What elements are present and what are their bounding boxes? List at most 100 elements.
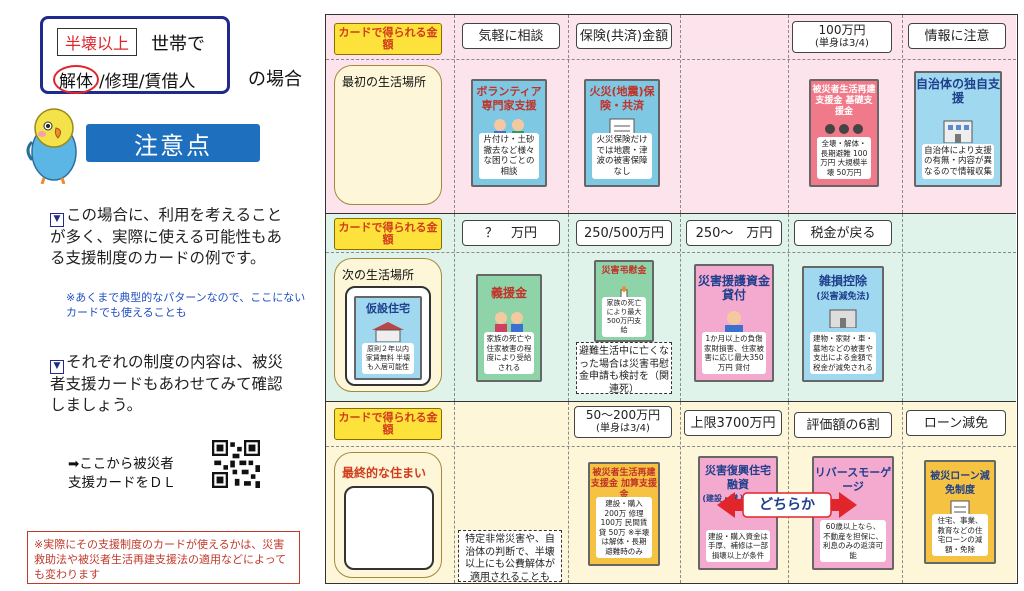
amount-basic-support-main: 100万円 — [818, 23, 866, 37]
card-desc: 火災保険だけでは地震・津波の被害保障なし — [592, 133, 652, 179]
title-baai: の場合 — [248, 69, 302, 90]
download-text: ➡ここから被災者 支援カードをＤＬ — [68, 455, 176, 493]
card-desc: 家族の死亡により最大500万円支給 — [602, 297, 646, 337]
row-divider — [326, 252, 1016, 253]
col-divider — [568, 402, 569, 583]
card-title: 災害弔慰金 — [601, 266, 647, 276]
card-title: 被災者生活再建支援金 加算支援金 — [590, 468, 658, 500]
col-divider — [680, 402, 681, 583]
card-desc: 1か月以上の負傷 家財損害、住家被害に応じ最大350万円 貸付 — [702, 332, 766, 374]
card-title: リバースモーゲージ — [814, 466, 892, 493]
amount-additional-support: 50～200万円 (単身は3/4) — [574, 406, 672, 438]
col-divider — [902, 402, 903, 583]
col-divider — [680, 214, 681, 401]
qr-code-icon[interactable] — [212, 440, 260, 488]
title-kaitai-line: 解体/修理/賃借人 — [53, 65, 195, 94]
city-hall-icon — [943, 120, 973, 143]
card-title: 自治体の独自支援 — [916, 77, 1001, 105]
col-divider — [902, 214, 903, 401]
card-desc: 建設・購入資金は手厚、補修は一部損壊以上が条件 — [706, 529, 770, 562]
card-desc: 建設・購入 200万 修理 100万 民間賃貸 50万 ※半壊は解体・長期避難時… — [596, 497, 652, 558]
amount-tax: 税金が戻る — [794, 220, 892, 246]
house-icon — [372, 322, 404, 342]
support-card-table: カードで得られる金額 気軽に相談 保険(共済)金額 100万円 (単身は3/4)… — [325, 14, 1018, 584]
amount-reverse-mortgage: 評価額の6割 — [794, 412, 892, 438]
card-temporary-housing[interactable]: 仮設住宅 原則２年以内 家賃無料 半壊も入居可能性 — [354, 296, 422, 380]
card-desc: 建物・家財・車・墓地などの被害や支出による金額で税金が減免される — [810, 332, 876, 374]
tax-office-icon — [829, 309, 857, 328]
title-kaitai: 解体 — [53, 65, 99, 94]
col-divider — [568, 15, 569, 213]
amount-relief-loan: 250～ 万円 — [686, 220, 782, 246]
card-desc: 家族の死亡や住家被害の程度により受給される — [484, 332, 534, 374]
final-residence-frame — [344, 486, 434, 570]
col-divider — [902, 15, 903, 213]
place-box-first — [334, 65, 442, 205]
card-relief-loan[interactable]: 災害援護資金貸付 1か月以上の負傷 家財損害、住家被害に応じ最大350万円 貸付 — [694, 264, 774, 382]
card-title: 雑損控除 — [818, 274, 867, 288]
card-subtitle: (建設・購入・補修) — [702, 494, 774, 503]
card-volunteer[interactable]: ボランティア専門家支援 片付け・土砂撤去など様々な困りごとの相談 — [471, 79, 547, 187]
col-divider — [680, 15, 681, 213]
title-rest: /修理/賃借人 — [99, 72, 196, 92]
row-next-living-place: カードで得られる金額 ？ 万円 250/500万円 250～ 万円 税金が戻る … — [326, 213, 1016, 401]
card-title: 被災ローン減免制度 — [930, 471, 990, 496]
note-check-cards-text: それぞれの制度の内容は、被災者支援カードもあわせてみて確認しましょう。 — [50, 353, 284, 414]
card-title: 被災者生活再建支援金 基礎支援金 — [812, 85, 876, 117]
card-desc: 住宅、事業、教育などの住宅ローンの減額・免除 — [932, 514, 988, 556]
either-or-arrow-icon — [717, 492, 857, 518]
card-insurance[interactable]: 火災(地震)保険・共済 火災保険だけでは地震・津波の被害保障なし — [584, 79, 660, 187]
card-title: 仮設住宅 — [366, 302, 410, 315]
note-public-demolition: 特定非常災害や、自治体の判断で、半壊以上にも公費解体が適用されることも — [458, 530, 562, 583]
note-related-death: 避難生活中に亡くなった場合は災害弔慰金申請も検討を（関連死） — [576, 342, 672, 395]
checkbox-icon: ▼ — [50, 360, 64, 374]
note-typical-cards: ▼この場合に、利用を考えることが多く、実際に使える可能性もある支援制度のカードの… — [50, 205, 290, 269]
col-divider — [568, 214, 569, 401]
amount-insurance: 保険(共済)金額 — [576, 23, 672, 49]
note-check-cards: ▼それぞれの制度の内容は、被災者支援カードもあわせてみて確認しましょう。 — [50, 352, 290, 416]
place-next: 次の生活場所 — [342, 268, 415, 282]
amount-basic-support: 100万円 (単身は3/4) — [792, 21, 892, 53]
card-title: 災害復興住宅融資 — [705, 464, 771, 491]
card-desc: 全壊・解体・長期避難 100万円 大規模半壊 50万円 — [817, 137, 871, 179]
amount-donation: ？ 万円 — [462, 220, 560, 246]
card-local-support[interactable]: 自治体の独自支援 自治体により支援の有無・内容が異なるので情報収集 — [914, 71, 1002, 187]
amount-basic-support-sub: (単身は3/4) — [815, 38, 869, 49]
amount-additional-support-sub: (単身は3/4) — [596, 423, 650, 434]
row-first-living-place: カードで得られる金額 気軽に相談 保険(共済)金額 100万円 (単身は3/4)… — [326, 15, 1016, 213]
title-hankai: 半壊以上 — [57, 28, 138, 56]
amount-consult: 気軽に相談 — [462, 23, 560, 49]
card-additional-support[interactable]: 被災者生活再建支援金 加算支援金 建設・購入 200万 修理 100万 民間賃貸… — [588, 462, 660, 566]
download-line-2: 支援カードをＤＬ — [68, 475, 176, 491]
checkbox-icon: ▼ — [50, 213, 64, 227]
amount-condolence: 250/500万円 — [576, 220, 672, 246]
amount-label: カードで得られる金額 — [334, 23, 442, 55]
col-divider — [454, 402, 455, 583]
card-desc: 自治体により支援の有無・内容が異なるので情報収集 — [922, 143, 994, 179]
col-divider — [788, 214, 789, 401]
title-setai: 世帯で — [151, 34, 205, 55]
card-donation[interactable]: 義援金 家族の死亡や住家被害の程度により受給される — [476, 274, 542, 382]
download-line-1: ➡ここから被災者 — [68, 456, 174, 472]
people-icon — [825, 124, 863, 134]
card-condolence[interactable]: 災害弔慰金 家族の死亡により最大500万円支給 — [594, 260, 654, 342]
card-basic-support[interactable]: 被災者生活再建支援金 基礎支援金 全壊・解体・長期避難 100万円 大規模半壊 … — [809, 79, 879, 187]
amount-additional-support-main: 50～200万円 — [585, 408, 661, 422]
amount-label: カードで得られる金額 — [334, 218, 442, 250]
warning-note: ※実際にその支援制度のカードが使えるかは、災害救助法や被災者生活再建支援法の適用… — [27, 531, 300, 584]
card-subtitle: (災害減免法) — [816, 292, 870, 302]
amount-housing-loan: 上限3700万円 — [684, 410, 782, 436]
caution-heading: 注意点 — [86, 124, 260, 162]
card-title: 義援金 — [490, 286, 527, 300]
place-final: 最終的な住まい — [342, 466, 427, 480]
amount-info: 情報に注意 — [908, 23, 1006, 49]
col-divider — [454, 214, 455, 401]
card-title: 災害援護資金貸付 — [697, 274, 770, 302]
card-title: ボランティア専門家支援 — [476, 85, 542, 112]
card-casualty-deduction[interactable]: 雑損控除 (災害減免法) 建物・家財・車・墓地などの被害や支出による金額で税金が… — [802, 266, 884, 382]
col-divider — [454, 15, 455, 213]
amount-label: カードで得られる金額 — [334, 408, 442, 440]
col-divider — [788, 15, 789, 213]
card-loan-reduction[interactable]: 被災ローン減免制度 住宅、事業、教育などの住宅ローンの減額・免除 — [924, 460, 996, 564]
card-desc: 片付け・土砂撤去など様々な困りごとの相談 — [479, 133, 539, 179]
